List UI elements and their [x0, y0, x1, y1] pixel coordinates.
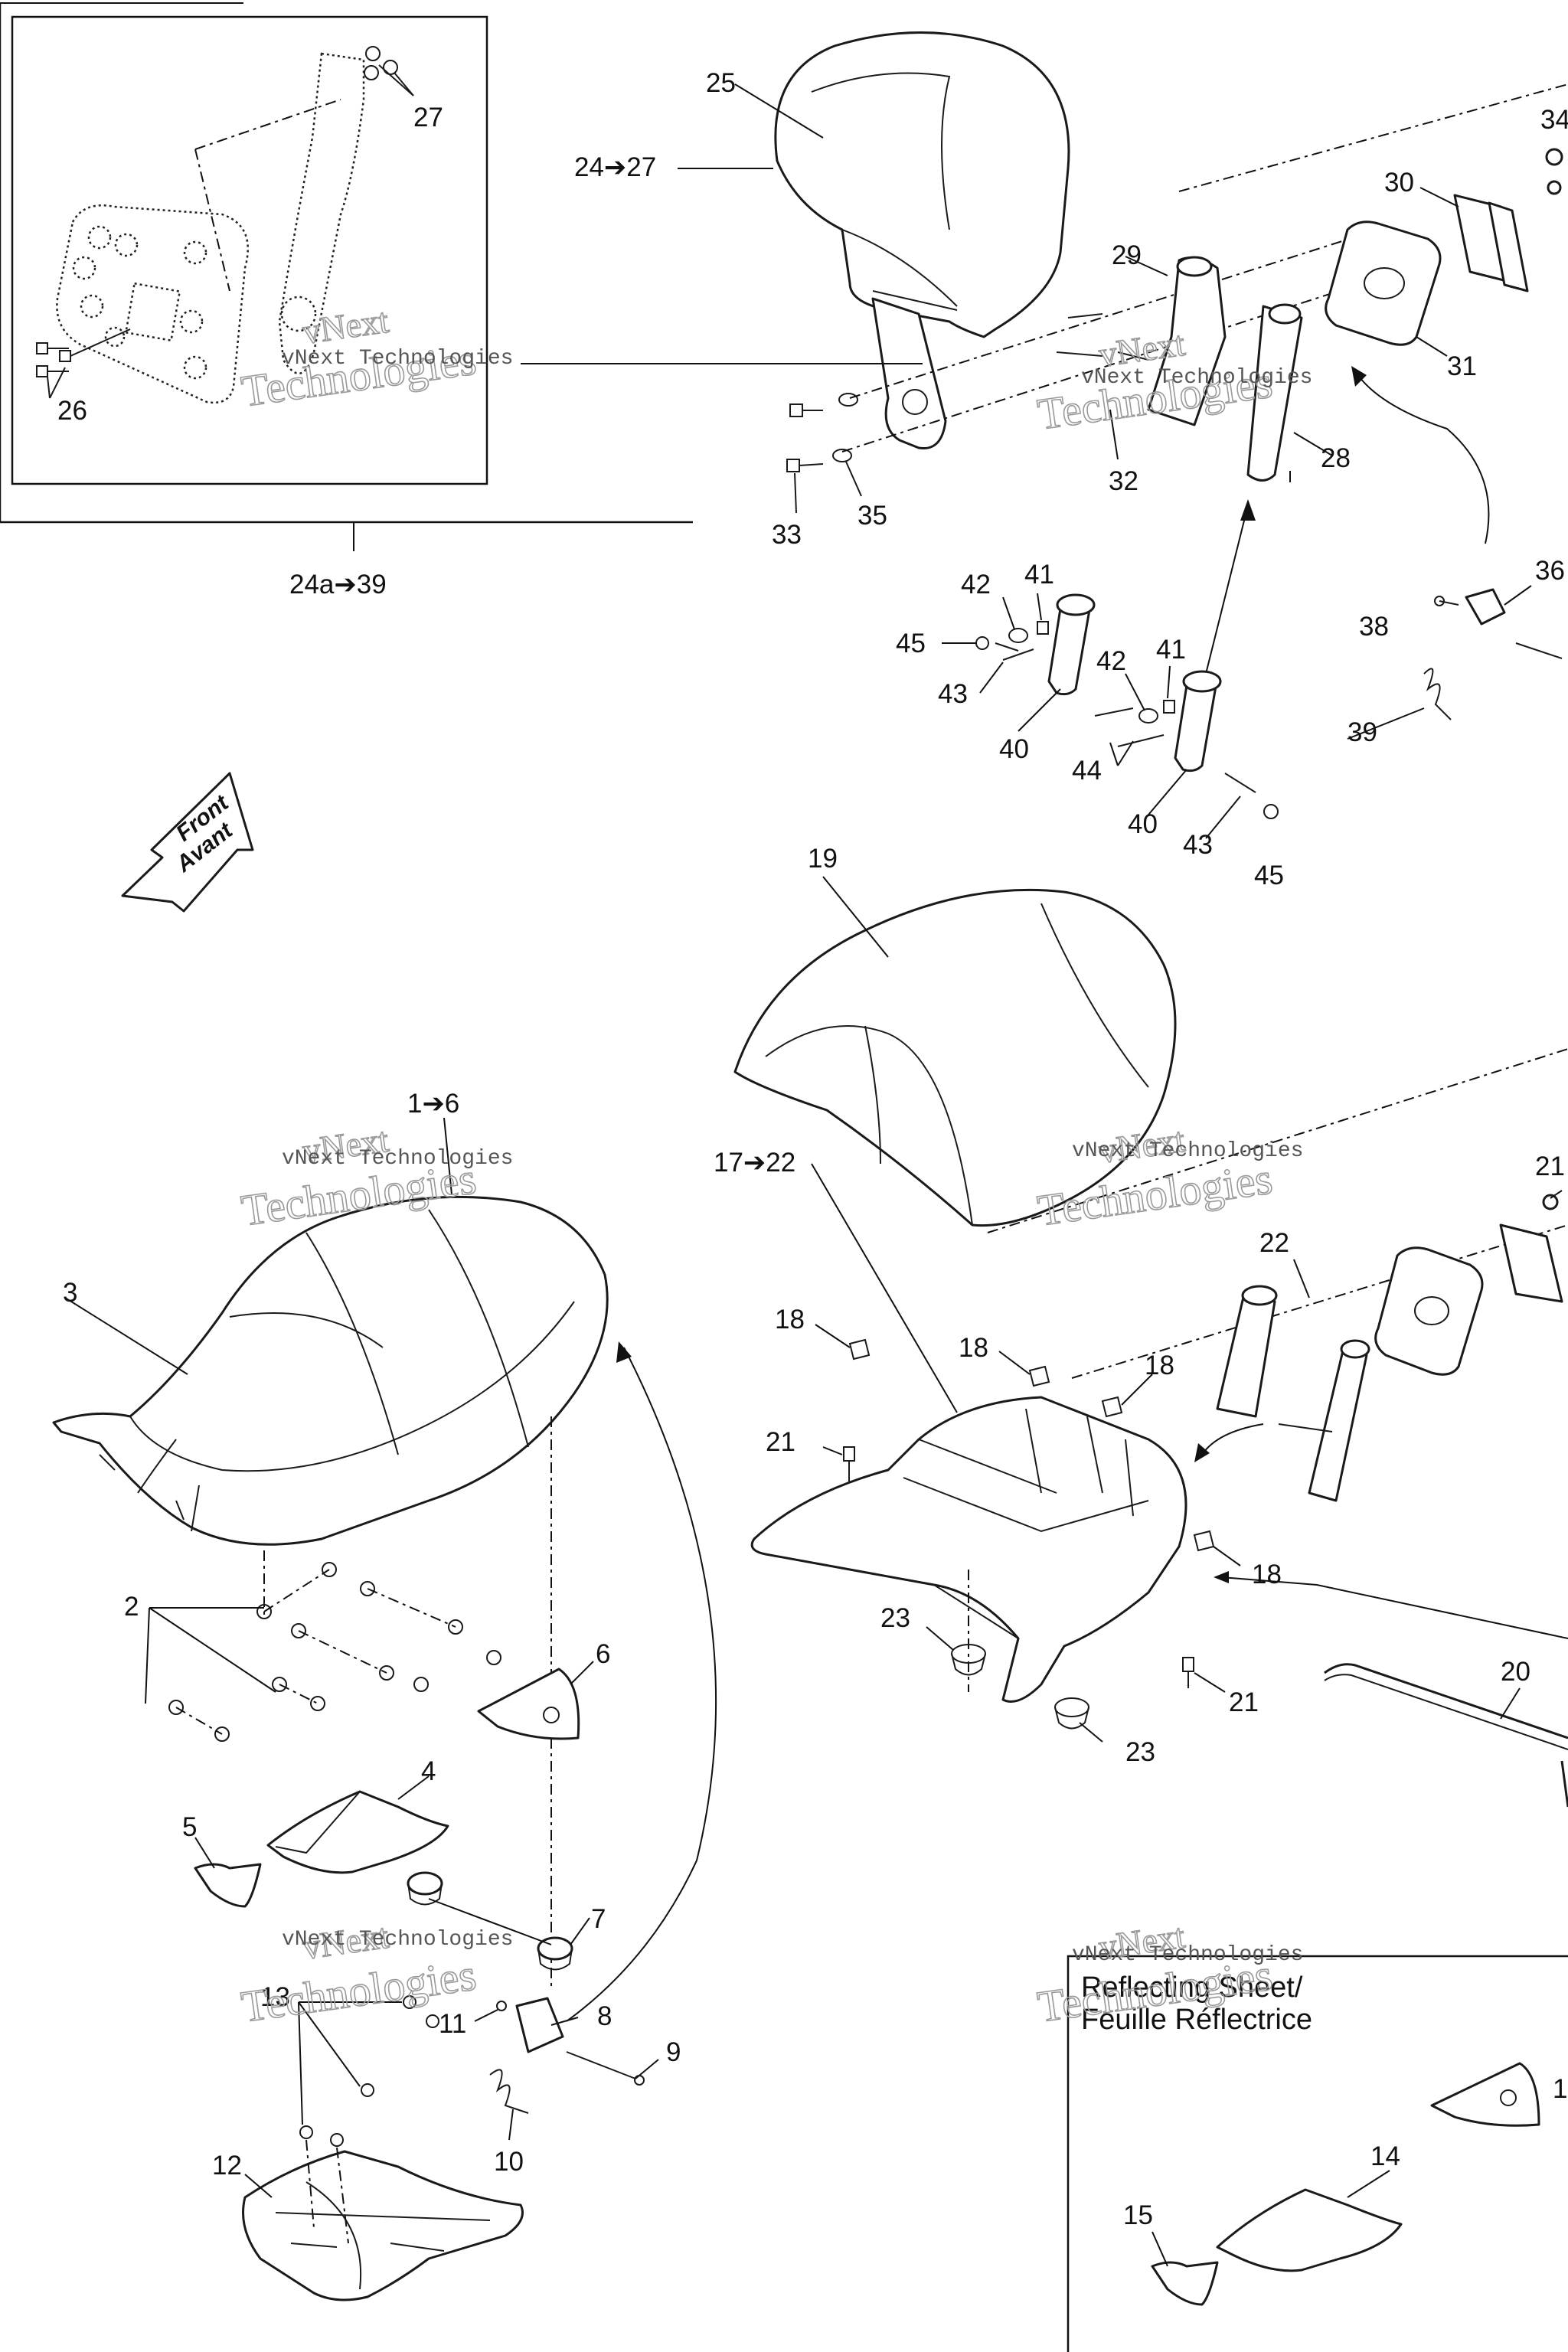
nuts-2: [145, 1562, 501, 1742]
latch-36-39: [1347, 585, 1563, 740]
label-16-partial: 1: [1553, 2074, 1567, 2104]
label-1-6: 1➔6: [407, 1089, 459, 1119]
watermark-brand-1: vNext: [300, 301, 391, 351]
inset-backrest-detail: [0, 2, 693, 551]
tube-28: [1246, 303, 1333, 482]
hinge-30: [1419, 187, 1529, 292]
sleeves-40: [1018, 593, 1222, 820]
rod-20: [1324, 1663, 1568, 1808]
lower-hinge-assembly: [1194, 1190, 1568, 1639]
bracket-29: [1056, 256, 1227, 426]
label-19: 19: [808, 844, 838, 874]
reflecting-title-en: Reflecting Sheet/: [1081, 1971, 1303, 2004]
label-17-22: 17➔22: [714, 1148, 795, 1178]
label-26: 26: [57, 396, 87, 426]
label-13: 13: [260, 1982, 290, 2012]
label-35: 35: [858, 501, 887, 531]
label-21a: 21: [766, 1427, 795, 1457]
reflecting-title-fr: Feuille Réflectrice: [1081, 2004, 1312, 2036]
label-24a-39: 24a➔39: [289, 570, 387, 599]
label-10: 10: [494, 2147, 524, 2177]
watermarks: vNext Technologies vNext Technologies vN…: [237, 300, 1312, 2033]
label-41b: 41: [1156, 635, 1186, 665]
hardware-33-35: [786, 393, 862, 514]
latch-8-11: [474, 1997, 659, 2141]
label-18d: 18: [1252, 1560, 1282, 1589]
backrest-pad: [774, 31, 1070, 338]
label-18b: 18: [959, 1333, 988, 1363]
label-2: 2: [124, 1592, 139, 1622]
screws-13: [298, 1995, 439, 2244]
screws-26: [36, 328, 131, 399]
passenger-seat-cushion: [733, 888, 1177, 1227]
plate-12: [242, 2150, 524, 2301]
label-8: 8: [597, 2001, 612, 2031]
label-40a: 40: [999, 734, 1029, 764]
label-14: 14: [1370, 2141, 1400, 2171]
label-6: 6: [596, 1639, 610, 1669]
watermark-full-6: vNext Technologies: [1072, 1943, 1303, 1967]
plate-31: [1325, 220, 1448, 357]
label-38: 38: [1359, 612, 1389, 642]
label-20: 20: [1501, 1657, 1530, 1687]
label-21b: 21: [1229, 1687, 1259, 1717]
label-5: 5: [182, 1812, 197, 1842]
label-11: 11: [439, 2009, 466, 2039]
label-42a: 42: [961, 570, 991, 599]
backrest-assembly: [774, 31, 1070, 450]
label-25: 25: [706, 68, 736, 98]
fasteners-41-45: [942, 593, 1279, 839]
watermark-full-1: vNext Technologies: [282, 347, 513, 371]
label-28: 28: [1321, 443, 1351, 473]
backrest-stem: [871, 297, 947, 450]
label-45a: 45: [896, 629, 926, 658]
label-32: 32: [1109, 466, 1138, 496]
watermark-full-2: vNext Technologies: [1081, 366, 1312, 390]
label-33: 33: [772, 520, 802, 550]
label-9: 9: [666, 2037, 681, 2067]
label-7: 7: [591, 1904, 606, 1934]
label-21c: 21: [1535, 1152, 1565, 1181]
label-45b: 45: [1254, 861, 1284, 890]
label-15: 15: [1123, 2200, 1153, 2230]
clips-18-screws-21: [815, 1324, 1241, 1743]
watermark-full-5: vNext Technologies: [282, 1928, 513, 1952]
screws-27: [364, 46, 414, 96]
label-44: 44: [1072, 756, 1102, 786]
label-4: 4: [421, 1756, 436, 1786]
label-12: 12: [212, 2151, 242, 2180]
label-39: 39: [1348, 717, 1377, 747]
label-30: 30: [1384, 168, 1414, 198]
callout-labels: 1➔6 2 3 4 5 6 7 8 9 10 11 12 13 14 15 1 …: [57, 68, 1568, 2230]
passenger-seat-base: [750, 1396, 1187, 1703]
label-3: 3: [63, 1278, 77, 1308]
backrest-plate: [56, 204, 249, 404]
backrest-bracket: [278, 52, 365, 374]
label-27: 27: [413, 103, 443, 132]
label-43b: 43: [1183, 830, 1213, 860]
driver-seat: [52, 1195, 609, 1546]
label-24-27: 24➔27: [574, 152, 656, 182]
watermark-full-4: vNext Technologies: [1072, 1139, 1303, 1163]
label-42b: 42: [1096, 646, 1126, 676]
label-23a: 23: [880, 1603, 910, 1633]
label-41a: 41: [1024, 560, 1054, 590]
label-18c: 18: [1145, 1351, 1174, 1380]
label-22: 22: [1259, 1228, 1289, 1258]
label-36-partial: 36: [1535, 556, 1565, 586]
watermark-full-3: vNext Technologies: [282, 1147, 513, 1171]
label-18a: 18: [775, 1305, 805, 1334]
label-43a: 43: [938, 679, 968, 709]
label-29: 29: [1112, 240, 1142, 270]
reflector-4-5: [194, 1775, 449, 1908]
label-34-partial: 34: [1540, 105, 1568, 135]
label-31: 31: [1447, 351, 1477, 381]
front-direction-arrow: Front Avant: [121, 772, 254, 913]
label-23b: 23: [1125, 1737, 1155, 1767]
reflector-6: [477, 1661, 594, 1740]
label-40b: 40: [1128, 809, 1158, 839]
reflecting-sheet-box: Reflecting Sheet/ Feuille Réflectrice: [1067, 1955, 1568, 2352]
